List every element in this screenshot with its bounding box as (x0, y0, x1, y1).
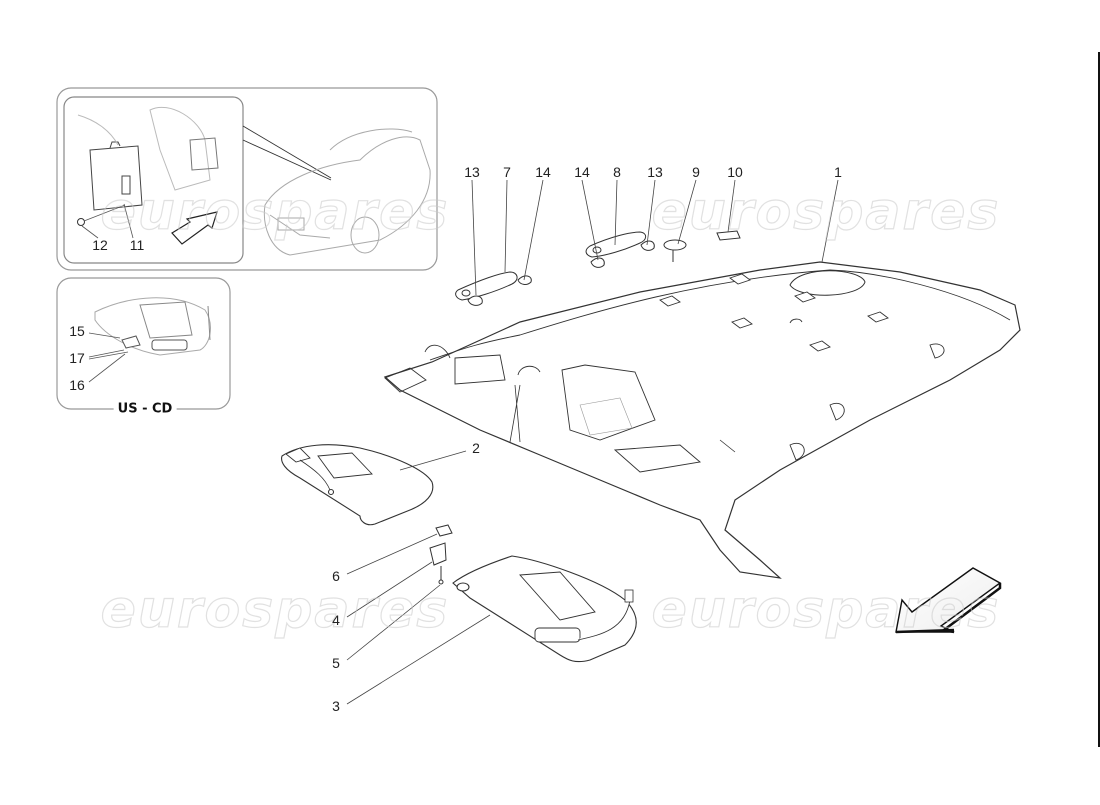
callout-15[interactable]: 15 (69, 323, 85, 339)
front-direction-arrow (895, 567, 1002, 634)
callout-17[interactable]: 17 (69, 350, 85, 366)
callout-9[interactable]: 9 (692, 164, 700, 180)
watermark: eurospares (651, 579, 1001, 640)
leader-lines (346, 179, 839, 705)
callout-14[interactable]: 14 (535, 164, 551, 180)
sun-visor-right (452, 555, 637, 663)
watermark: eurospares (100, 579, 450, 640)
headliner-panel (383, 261, 1021, 579)
callout-2[interactable]: 2 (472, 440, 480, 456)
callout-3[interactable]: 3 (332, 698, 340, 714)
callout-1[interactable]: 1 (834, 164, 842, 180)
callout-5[interactable]: 5 (332, 655, 340, 671)
callout-6[interactable]: 6 (332, 568, 340, 584)
watermark: eurospares (651, 181, 1001, 242)
page-edge-divider (1098, 52, 1100, 747)
callout-4[interactable]: 4 (332, 612, 340, 628)
control-unit-inset (56, 87, 438, 271)
callout-13[interactable]: 13 (464, 164, 480, 180)
callout-10[interactable]: 10 (727, 164, 743, 180)
inset-title-us-cd: US - CD (113, 401, 177, 417)
watermark: eurospares (100, 181, 450, 242)
callout-14[interactable]: 14 (574, 164, 590, 180)
callout-12[interactable]: 12 (92, 237, 108, 253)
sun-visor-left (281, 444, 434, 526)
callout-8[interactable]: 8 (613, 164, 621, 180)
us-cd-visor-inset (56, 277, 231, 410)
headliner-pads (659, 273, 889, 352)
visor-bracket-parts (429, 524, 453, 585)
grab-handles (455, 230, 741, 306)
callout-11[interactable]: 11 (129, 237, 145, 253)
callout-13[interactable]: 13 (647, 164, 663, 180)
callout-7[interactable]: 7 (503, 164, 511, 180)
callout-16[interactable]: 16 (69, 377, 85, 393)
